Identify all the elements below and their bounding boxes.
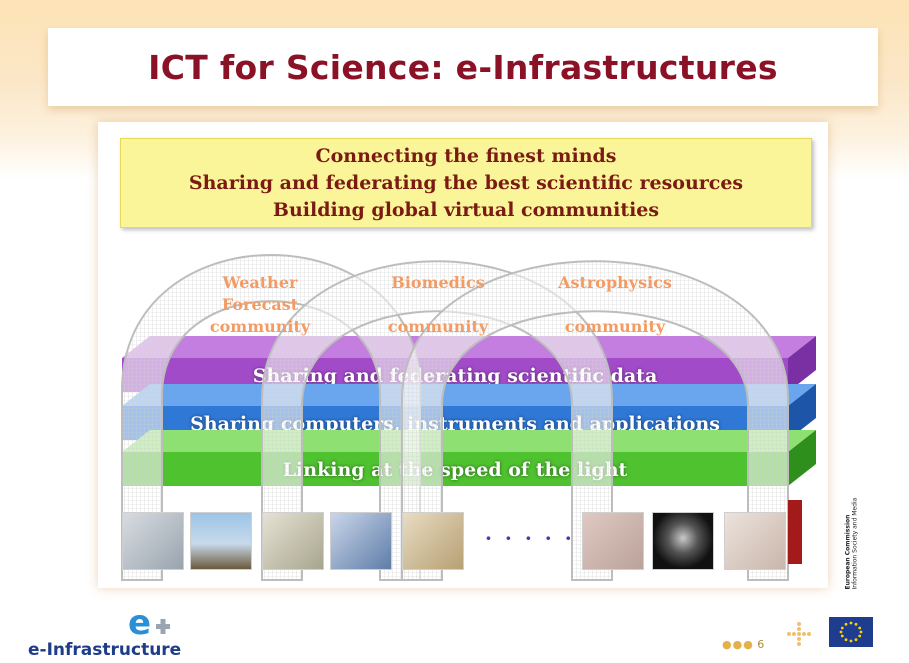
resource-image [330, 512, 392, 570]
community-biomedics-line-2 [368, 294, 508, 316]
resource-image [582, 512, 644, 570]
eu-flag-icon [829, 617, 873, 647]
resource-image [190, 512, 252, 570]
community-weather-line-2: Forecast [221, 295, 299, 314]
commission-line-1: European Commission [844, 514, 852, 590]
community-weather-line-1: Weather [222, 273, 298, 292]
community-weather: Weather Forecast community [190, 272, 330, 338]
resource-image-edge [788, 500, 802, 564]
title-bar: ICT for Science: e-Infrastructures [48, 28, 878, 106]
community-astrophysics: Astrophysics community [545, 272, 685, 338]
resource-image [122, 512, 184, 570]
commission-label: European Commission Information Society … [842, 488, 859, 598]
layer-data-label: Sharing and federating scientific data [252, 365, 658, 387]
resource-image [652, 512, 714, 570]
community-biomedics-line-3: community [387, 317, 489, 336]
tagline-box: Connecting the finest minds Sharing and … [120, 138, 812, 228]
tagline-line-1: Connecting the finest minds [315, 144, 617, 167]
page-dots-icon: ●●● [722, 638, 754, 651]
page-indicator: ●●● 6 [722, 638, 764, 651]
community-astrophysics-line-1: Astrophysics [558, 273, 672, 292]
layer-network-label: Linking at the speed of the light [282, 459, 628, 481]
resource-image [724, 512, 786, 570]
dot-cross-icon [787, 622, 811, 646]
community-biomedics-line-1: Biomedics [391, 273, 485, 292]
community-astrophysics-line-2 [545, 294, 685, 316]
tagline-line-3: Building global virtual communities [272, 198, 660, 221]
commission-line-2: Information Society and Media [851, 497, 859, 590]
e-infrastructure-logo-icon: e [128, 604, 170, 643]
community-astrophysics-line-3: community [564, 317, 666, 336]
e-infrastructure-logo-text: e-Infrastructure [28, 640, 182, 660]
resource-image [402, 512, 464, 570]
resource-image [262, 512, 324, 570]
logo-mark: e [128, 604, 151, 643]
more-resources-ellipsis: · · · · · · [485, 526, 595, 550]
page-number: 6 [757, 638, 765, 651]
community-weather-line-3: community [209, 317, 311, 336]
slide-title: ICT for Science: e-Infrastructures [148, 47, 778, 87]
community-biomedics: Biomedics community [368, 272, 508, 338]
tagline-line-2: Sharing and federating the best scientif… [188, 171, 744, 194]
